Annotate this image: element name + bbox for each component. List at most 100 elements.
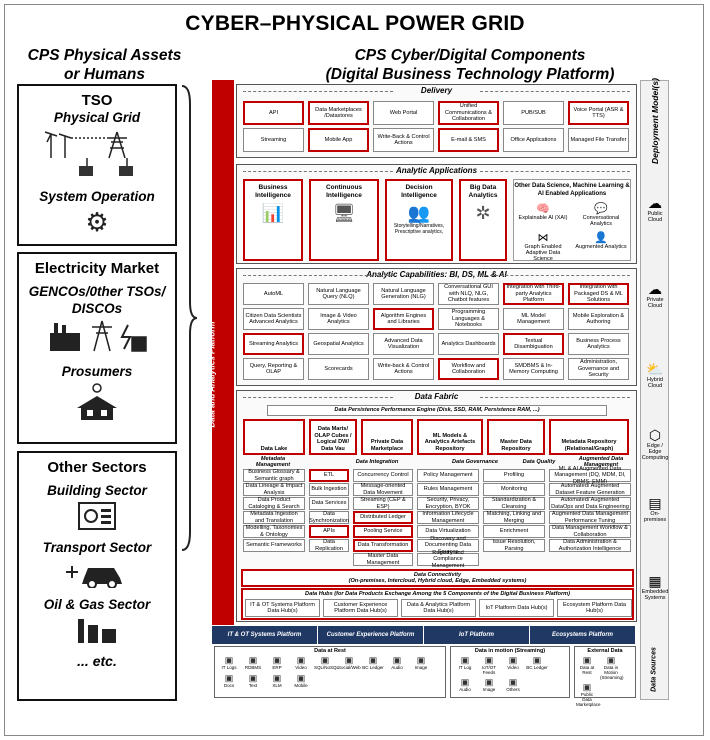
embedded-systems-label: Embedded Systems xyxy=(641,589,669,601)
delivery-item: Managed File Transfer xyxy=(568,128,629,152)
big-data-analytics-card: Big Data Analytics✲ xyxy=(459,179,507,261)
tso-title: TSO xyxy=(81,92,113,109)
data-store: Master Data Repository xyxy=(487,419,545,455)
capability-item: Citizen Data Scientists Advanced Analyti… xyxy=(243,308,304,330)
capability-item: Mobile Exploration & Authoring xyxy=(568,308,629,330)
other-sectors-panel: Other Sectors Building Sector Transport … xyxy=(17,451,177,701)
fabric-column-head: Data Integration xyxy=(355,458,399,465)
source-label: Image xyxy=(482,687,496,692)
delivery-item: Voice Portal (ASR & TTS) xyxy=(568,101,629,125)
other-sectors-title: Other Sectors xyxy=(47,459,147,476)
capability-item: ML Model Management xyxy=(503,308,564,330)
data-source-item: ▣Social/Web xyxy=(338,655,361,670)
data-source-item: ▣Docs xyxy=(218,673,240,688)
capability-item: Algorithm Engines and Libraries xyxy=(373,308,434,330)
data-at-rest-box: Data at Rest ▣IT Logs▣RDBMS▣ERP▣Video▣SQ… xyxy=(214,646,446,698)
source-icon: ▣ xyxy=(344,655,354,665)
capability-item: Workflow and Collaboration xyxy=(438,358,499,380)
fabric-item: Concurrency Control xyxy=(353,469,413,482)
it-ot-platform: IT & OT Systems Platform xyxy=(212,626,318,644)
market-prosumers: Prosumers xyxy=(61,364,133,379)
di-title: Decision Intelligence xyxy=(401,184,437,199)
iot-platform: IoT Platform xyxy=(424,626,530,644)
continuous-intelligence-card: Continuous Intelligence🖥 xyxy=(309,179,379,261)
source-label: Audio xyxy=(391,665,403,670)
xai-icon: 🧠 xyxy=(536,203,550,215)
monitor-icon: 🖥 xyxy=(332,203,356,223)
fabric-item: Master Data Management xyxy=(353,553,413,566)
capability-item: SMDBMS & In-Memory Computing xyxy=(503,358,564,380)
data-source-item: ▣Public Data Marketplace xyxy=(576,682,601,707)
fabric-item: Data Transformation xyxy=(353,539,413,552)
house-solar-icon xyxy=(19,382,175,428)
network-icon: ✲ xyxy=(475,203,491,223)
source-icon: ▣ xyxy=(224,673,234,683)
fabric-item: Semantic Frameworks xyxy=(243,539,305,552)
decision-intelligence-card: Decision Intelligence👥Storytelling/Narra… xyxy=(385,179,453,261)
deployment-column xyxy=(640,80,669,700)
data-source-item: ▣IT Logs xyxy=(218,655,240,670)
conversational-label: Conversational Analytics xyxy=(582,215,620,227)
source-label: RDBMS xyxy=(244,665,262,670)
capability-item: Integration with Third-party Analytics P… xyxy=(503,283,564,305)
fabric-item: Issue Resolution, Parsing xyxy=(483,539,545,552)
capability-item: Natural Language Query (NLQ) xyxy=(308,283,369,305)
etc-label: ... etc. xyxy=(77,653,117,669)
source-label: Public Data Marketplace xyxy=(576,692,601,707)
edge-icon: ⬡ xyxy=(648,427,662,443)
tso-panel: TSO Physical Grid System Operation ⚙︎ xyxy=(17,84,177,246)
fabric-item: Data Lineage & Impact Analysis xyxy=(243,483,305,496)
data-source-item: ▣Text xyxy=(242,673,264,688)
fabric-item: Data Virtualization xyxy=(417,525,479,538)
oil-gas-sector-label: Oil & Gas Sector xyxy=(43,597,151,612)
fabric-item: Automated/ Augmented DataOps and Data En… xyxy=(549,497,631,510)
capability-item: Administration, Governance and Security xyxy=(568,358,629,380)
fabric-item: Registry and Compliance Management xyxy=(417,550,479,569)
data-source-item: ▣IoT/OT Feeds xyxy=(478,655,500,675)
data-source-item: ▣Video xyxy=(502,655,524,670)
capability-item: Image & Video Analytics xyxy=(308,308,369,330)
source-label: Video xyxy=(507,665,519,670)
data-connectivity-title: Data Connectivity xyxy=(413,571,462,578)
deployment-models-label: Deployment Model(s) xyxy=(650,78,660,164)
source-icon: ▣ xyxy=(508,677,518,687)
page-title: CYBER–PHYSICAL POWER GRID xyxy=(185,12,525,35)
source-label: Text xyxy=(248,683,258,688)
data-fabric-section: Data Fabric Data Persistence Performance… xyxy=(236,390,637,622)
data-store: Metadata Repository (Relational/Graph) xyxy=(549,419,629,455)
source-icon: ▣ xyxy=(460,677,470,687)
delivery-item: PUB/SUB xyxy=(503,101,564,125)
delivery-item: E-mail & SMS xyxy=(438,128,499,152)
data-hub: Customer Experience Platform Data Hub(s) xyxy=(323,599,398,617)
fabric-item: Data Synchronization xyxy=(309,511,349,524)
cloud-icon: ☁ xyxy=(648,195,662,211)
fabric-item: Message-oriented Data Movement xyxy=(353,483,413,496)
delivery-item: Office Applications xyxy=(503,128,564,152)
data-source-item: ▣XLM xyxy=(266,673,288,688)
data-store: ML Models & Analytics Artefacts Reposito… xyxy=(417,419,483,455)
fabric-column-head: Augmented Data Management xyxy=(578,455,624,468)
market-panel: Electricity Market GENCOs/0ther TSOs/ DI… xyxy=(17,252,177,444)
server-icon: ▤ xyxy=(648,495,662,511)
tso-system-operation: System Operation xyxy=(39,189,155,204)
xai-label: Explainable AI (XAI) xyxy=(518,215,568,221)
building-sector-label: Building Sector xyxy=(47,483,147,498)
source-label: Mobile xyxy=(294,683,308,688)
delivery-item: Streaming xyxy=(243,128,304,152)
source-label: IT Logs xyxy=(221,665,237,670)
graph-ds-label: Graph Enabled Adaptive Data Science xyxy=(524,244,562,262)
public-cloud-label: Public Cloud xyxy=(647,211,663,223)
capability-item: Textual Disambiguation xyxy=(503,333,564,355)
fabric-item: Bulk Ingestion xyxy=(309,483,349,496)
capabilities-title: Analytic Capabilities: BI, DS, ML & AI xyxy=(237,270,636,279)
di-caption: Storytelling/Narratives, Prescriptive an… xyxy=(393,223,445,235)
fabric-item: Rules Management xyxy=(417,483,479,496)
private-cloud-item: ☁Private Cloud xyxy=(641,282,669,310)
bi-title: Business Intelligence xyxy=(255,184,291,199)
external-data-box: External Data ▣Data at Rest▣Data in Moti… xyxy=(574,646,636,707)
fabric-item: Data Administration & Authorization Inte… xyxy=(549,539,631,552)
delivery-item: Mobile App xyxy=(308,128,369,152)
gear-person-icon: ⚙︎ xyxy=(85,207,109,237)
data-source-item: ▣BC Ledger xyxy=(526,655,548,670)
data-source-item: ▣IT Log xyxy=(454,655,476,670)
